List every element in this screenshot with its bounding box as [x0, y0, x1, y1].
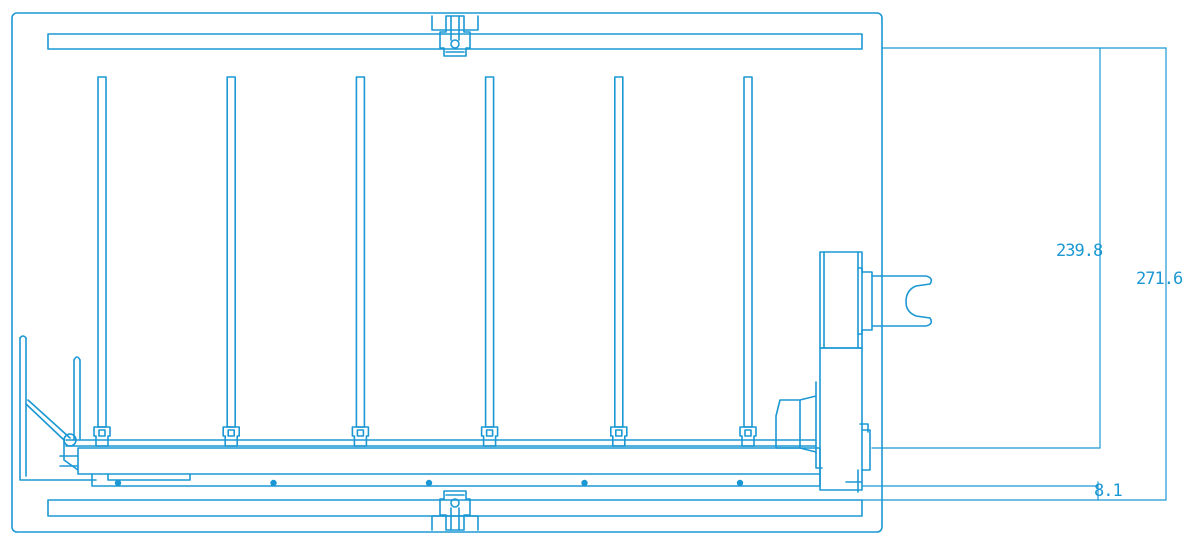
base-bar — [65, 439, 821, 487]
vertical-rod — [93, 76, 111, 447]
mounting-hole — [425, 479, 433, 487]
bottom-clamp — [431, 490, 479, 531]
left-end-fitting — [19, 335, 97, 481]
top-rail — [47, 33, 863, 50]
vertical-rods — [93, 76, 757, 447]
vertical-rod — [222, 76, 240, 447]
vertical-rod — [739, 76, 757, 447]
dimension-lines — [861, 47, 1167, 501]
vertical-rod — [351, 76, 370, 447]
dimension-label-inner-height: 239.8 — [1056, 241, 1103, 261]
mounting-hole — [736, 479, 744, 487]
dimension-label-offset: 8.1 — [1094, 481, 1122, 501]
mounting-hole — [581, 479, 588, 487]
vertical-rod — [610, 76, 628, 447]
mounting-hole — [270, 479, 277, 487]
mounting-holes — [114, 479, 744, 487]
top-clamp — [431, 15, 479, 57]
right-pillar — [775, 251, 871, 493]
right-fork — [857, 267, 933, 335]
bottom-rail — [47, 499, 863, 517]
outer-frame — [11, 12, 883, 533]
dimension-label-outer-height: 271.6 — [1136, 269, 1183, 289]
vertical-rod — [480, 76, 499, 447]
mounting-hole — [114, 479, 122, 487]
